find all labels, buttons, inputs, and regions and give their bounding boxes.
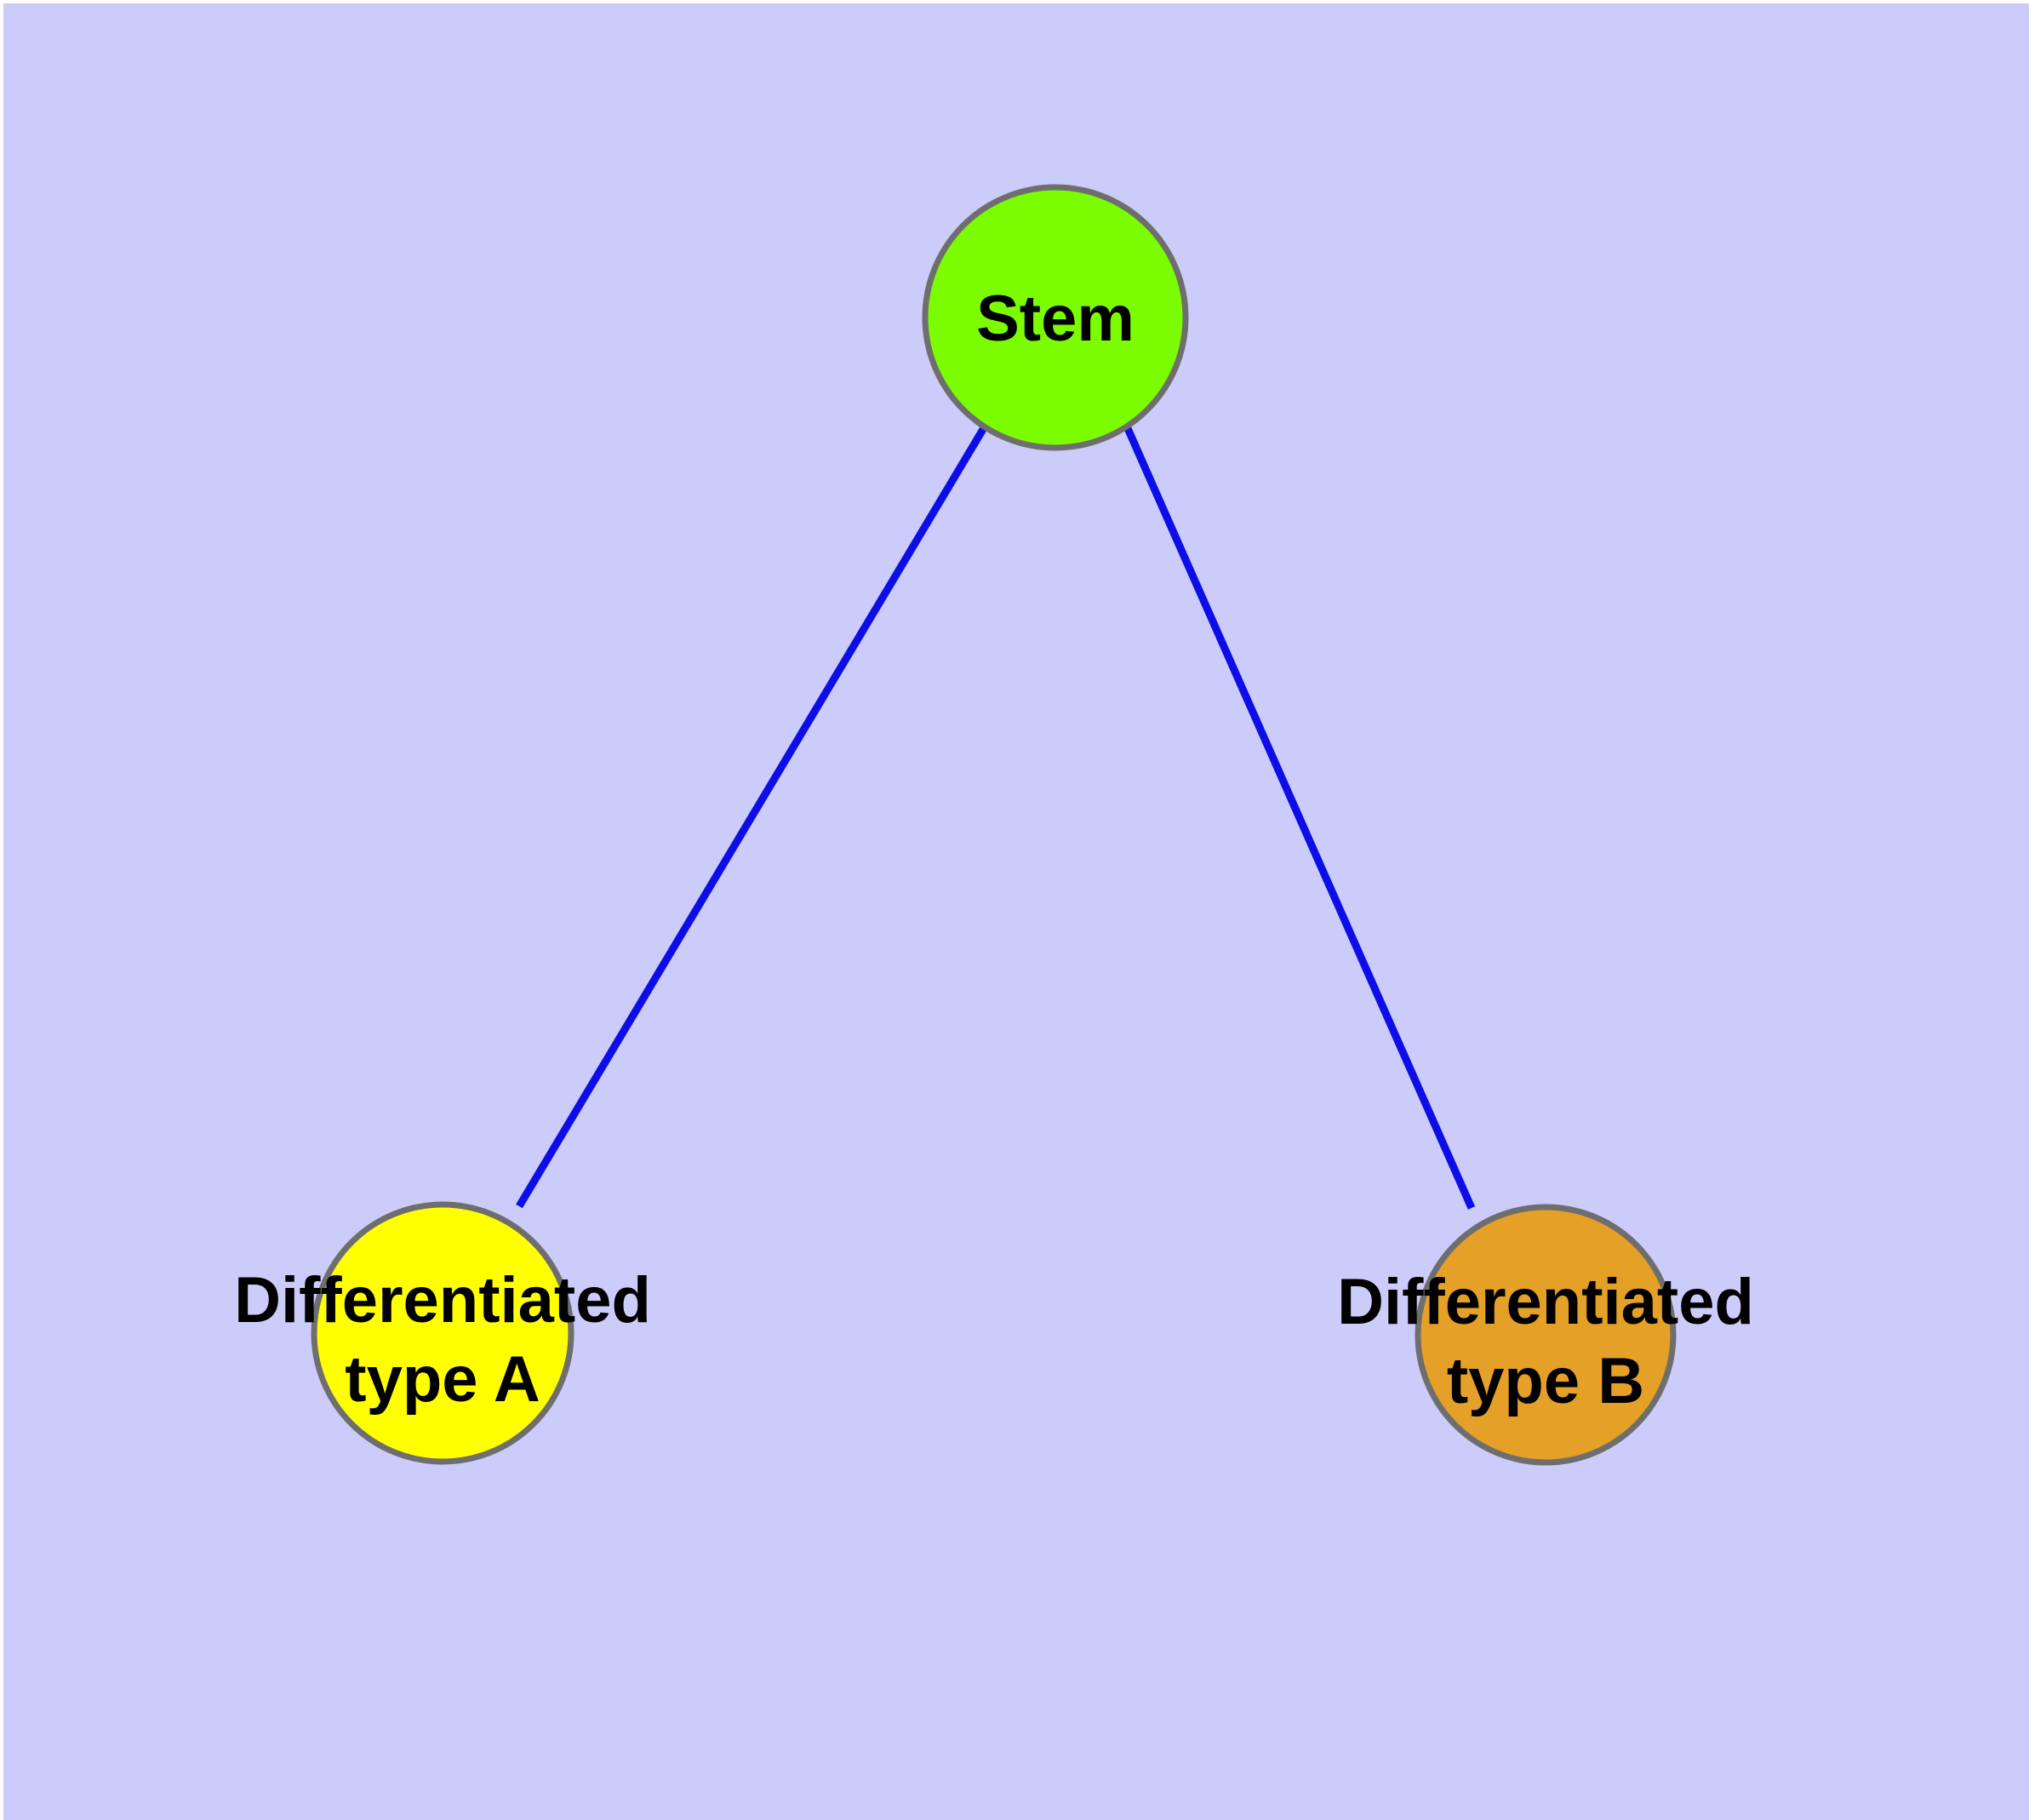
node-differentiated-type-b-circle[interactable] xyxy=(1415,1204,1677,1466)
node-differentiated-type-b-label-line2: type B xyxy=(1447,1345,1644,1417)
node-differentiated-type-a-circle[interactable] xyxy=(311,1201,574,1465)
node-stem-circle[interactable] xyxy=(922,184,1189,451)
node-stem-label: Stem xyxy=(976,283,1135,355)
node-differentiated-type-a[interactable]: Differentiated type A xyxy=(234,1201,651,1465)
node-differentiated-type-b[interactable]: Differentiated type B xyxy=(1337,1204,1754,1466)
edge-group xyxy=(516,424,1476,1210)
node-differentiated-type-b-label-line1: Differentiated xyxy=(1337,1266,1754,1338)
node-differentiated-type-a-label-line2: type A xyxy=(345,1343,540,1416)
edge-stem-to-differentiated-type-a xyxy=(516,424,988,1209)
node-differentiated-type-a-label-line1: Differentiated xyxy=(234,1264,651,1336)
node-stem[interactable]: Stem xyxy=(922,184,1189,451)
edge-stem-to-differentiated-type-b xyxy=(1123,425,1476,1210)
